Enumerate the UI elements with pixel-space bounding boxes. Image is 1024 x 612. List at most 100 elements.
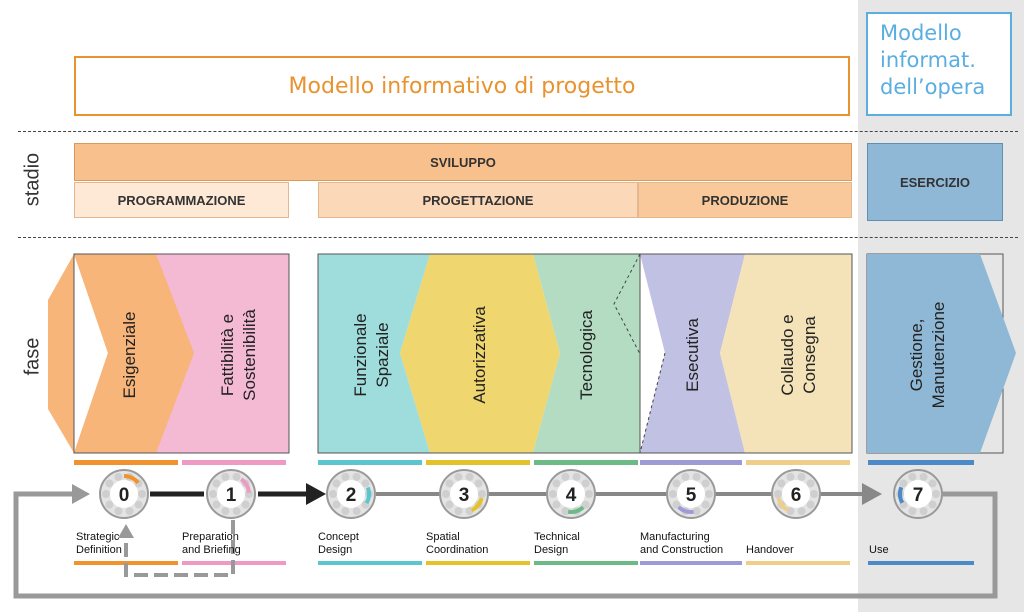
- gear-tooth: [919, 472, 928, 481]
- gear-tooth: [777, 479, 786, 488]
- dashed-loop-arrow: [118, 524, 134, 538]
- gear-tooth: [209, 490, 217, 498]
- gear-tooth: [908, 472, 917, 481]
- stage-4-line1: Technical: [534, 531, 580, 543]
- bar-top-5: [640, 460, 742, 465]
- stage-0-line1: Strategic: [76, 531, 120, 543]
- stage-number-5: 5: [686, 485, 697, 506]
- stage-node-center: [217, 480, 245, 508]
- stage-node-3: 3: [439, 469, 489, 519]
- phase-label-7b: Manutenzione: [929, 302, 948, 409]
- connector-6-7-arrow: [862, 483, 882, 505]
- gear-tooth: [581, 479, 590, 488]
- gear-tooth: [908, 507, 917, 516]
- gear-tooth: [692, 472, 701, 481]
- phase-label-7a: Gestione,: [907, 319, 926, 392]
- stage-5-line1: Manufacturing: [640, 531, 710, 543]
- stage-node-6: 6: [771, 469, 821, 519]
- phase-label-3a: Autorizzativa: [470, 306, 489, 404]
- gear-tooth: [669, 490, 677, 498]
- phase-esecutiva-dash: [639, 352, 666, 454]
- gear-tooth: [561, 472, 570, 481]
- gear-tooth: [332, 500, 341, 509]
- gear-tooth: [928, 500, 937, 509]
- stage-1-line1: Preparation: [182, 531, 239, 543]
- stage-node-center: [677, 480, 705, 508]
- stage-3-line2: Coordination: [426, 544, 489, 556]
- phase-esigenziale-notch: [48, 254, 74, 453]
- gear-tooth: [221, 472, 230, 481]
- phase-label-5a: Esecutiva: [683, 318, 702, 392]
- phase-label-6a: Collaudo e: [778, 314, 797, 395]
- stage-number-4: 4: [566, 485, 577, 506]
- gear-tooth: [454, 507, 463, 516]
- phase-label-6b: Consegna: [800, 316, 819, 394]
- gear-tooth: [774, 490, 782, 498]
- gear-tooth: [672, 479, 681, 488]
- gear-tooth: [352, 472, 361, 481]
- gear-tooth: [572, 472, 581, 481]
- gear-tooth: [352, 507, 361, 516]
- stage-node-center: [782, 480, 810, 508]
- bar-top-2: [318, 460, 422, 465]
- stage-node-accent: [470, 497, 484, 513]
- stage-node-7: 7: [893, 469, 943, 519]
- work-model-title: Modello informat. dell’opera: [866, 12, 1012, 116]
- produzione-band: PRODUZIONE: [638, 182, 852, 218]
- stage-node-accent: [364, 486, 371, 505]
- gear-tooth: [241, 500, 250, 509]
- stage-number-1: 1: [226, 485, 237, 506]
- bar-top-0: [74, 460, 178, 465]
- gear-tooth: [138, 490, 146, 498]
- stage-number-2: 2: [346, 485, 357, 506]
- phase-tecnologica-dash: [613, 253, 641, 355]
- phase-label-2b: Spaziale: [373, 322, 392, 387]
- phase-label-0a: Esigenziale: [120, 312, 139, 399]
- gear-tooth: [212, 500, 221, 509]
- phase-label-2a: Funzionale: [351, 313, 370, 396]
- gear-tooth: [232, 507, 241, 516]
- stage-2-label: Concept Design: [318, 531, 359, 557]
- gear-tooth: [478, 490, 486, 498]
- stage-2-line2: Design: [318, 544, 353, 556]
- bar-top-1: [182, 460, 286, 465]
- gear-tooth: [549, 490, 557, 498]
- phase-esigenziale-point: [74, 254, 194, 453]
- gear-tooth: [899, 479, 908, 488]
- stage-node-center: [450, 480, 478, 508]
- gear-tooth: [134, 500, 143, 509]
- gear-tooth: [329, 490, 337, 498]
- stage-4-line2: Design: [534, 544, 569, 556]
- separator-middle: [18, 237, 1018, 238]
- bar-top-3: [426, 460, 530, 465]
- gear-tooth: [105, 479, 114, 488]
- gear-tooth: [454, 472, 463, 481]
- phase-funzionale-shape: [318, 254, 430, 453]
- gear-tooth: [585, 490, 593, 498]
- connector-1-2-arrow: [306, 483, 326, 505]
- stage-node-accent: [776, 497, 790, 512]
- loop-line: [13, 491, 998, 599]
- phase-label-1a: Fattibilità e: [218, 314, 237, 396]
- bar-top-6: [746, 460, 850, 465]
- project-model-title: Modello informativo di progetto: [74, 56, 850, 116]
- gear-tooth: [552, 479, 561, 488]
- gear-tooth: [786, 472, 795, 481]
- bar-bottom-6: [746, 561, 850, 565]
- gear-tooth: [561, 507, 570, 516]
- stage-node-accent: [567, 505, 585, 514]
- bar-bottom-2: [318, 561, 422, 565]
- gear-tooth: [701, 500, 710, 509]
- stage-node-0: 0: [99, 469, 149, 519]
- gear-tooth: [102, 490, 110, 498]
- gear-tooth: [445, 500, 454, 509]
- bar-bottom-7: [868, 561, 974, 565]
- work-model-line-2: informat.: [880, 48, 976, 72]
- phase-esecutiva-shape: [640, 254, 745, 453]
- phase-label-1b: Sostenibilità: [240, 309, 259, 401]
- gear-tooth: [806, 479, 815, 488]
- gear-tooth: [701, 479, 710, 488]
- phase-label-4a: Tecnologica: [577, 310, 596, 400]
- stage-number-3: 3: [459, 485, 470, 506]
